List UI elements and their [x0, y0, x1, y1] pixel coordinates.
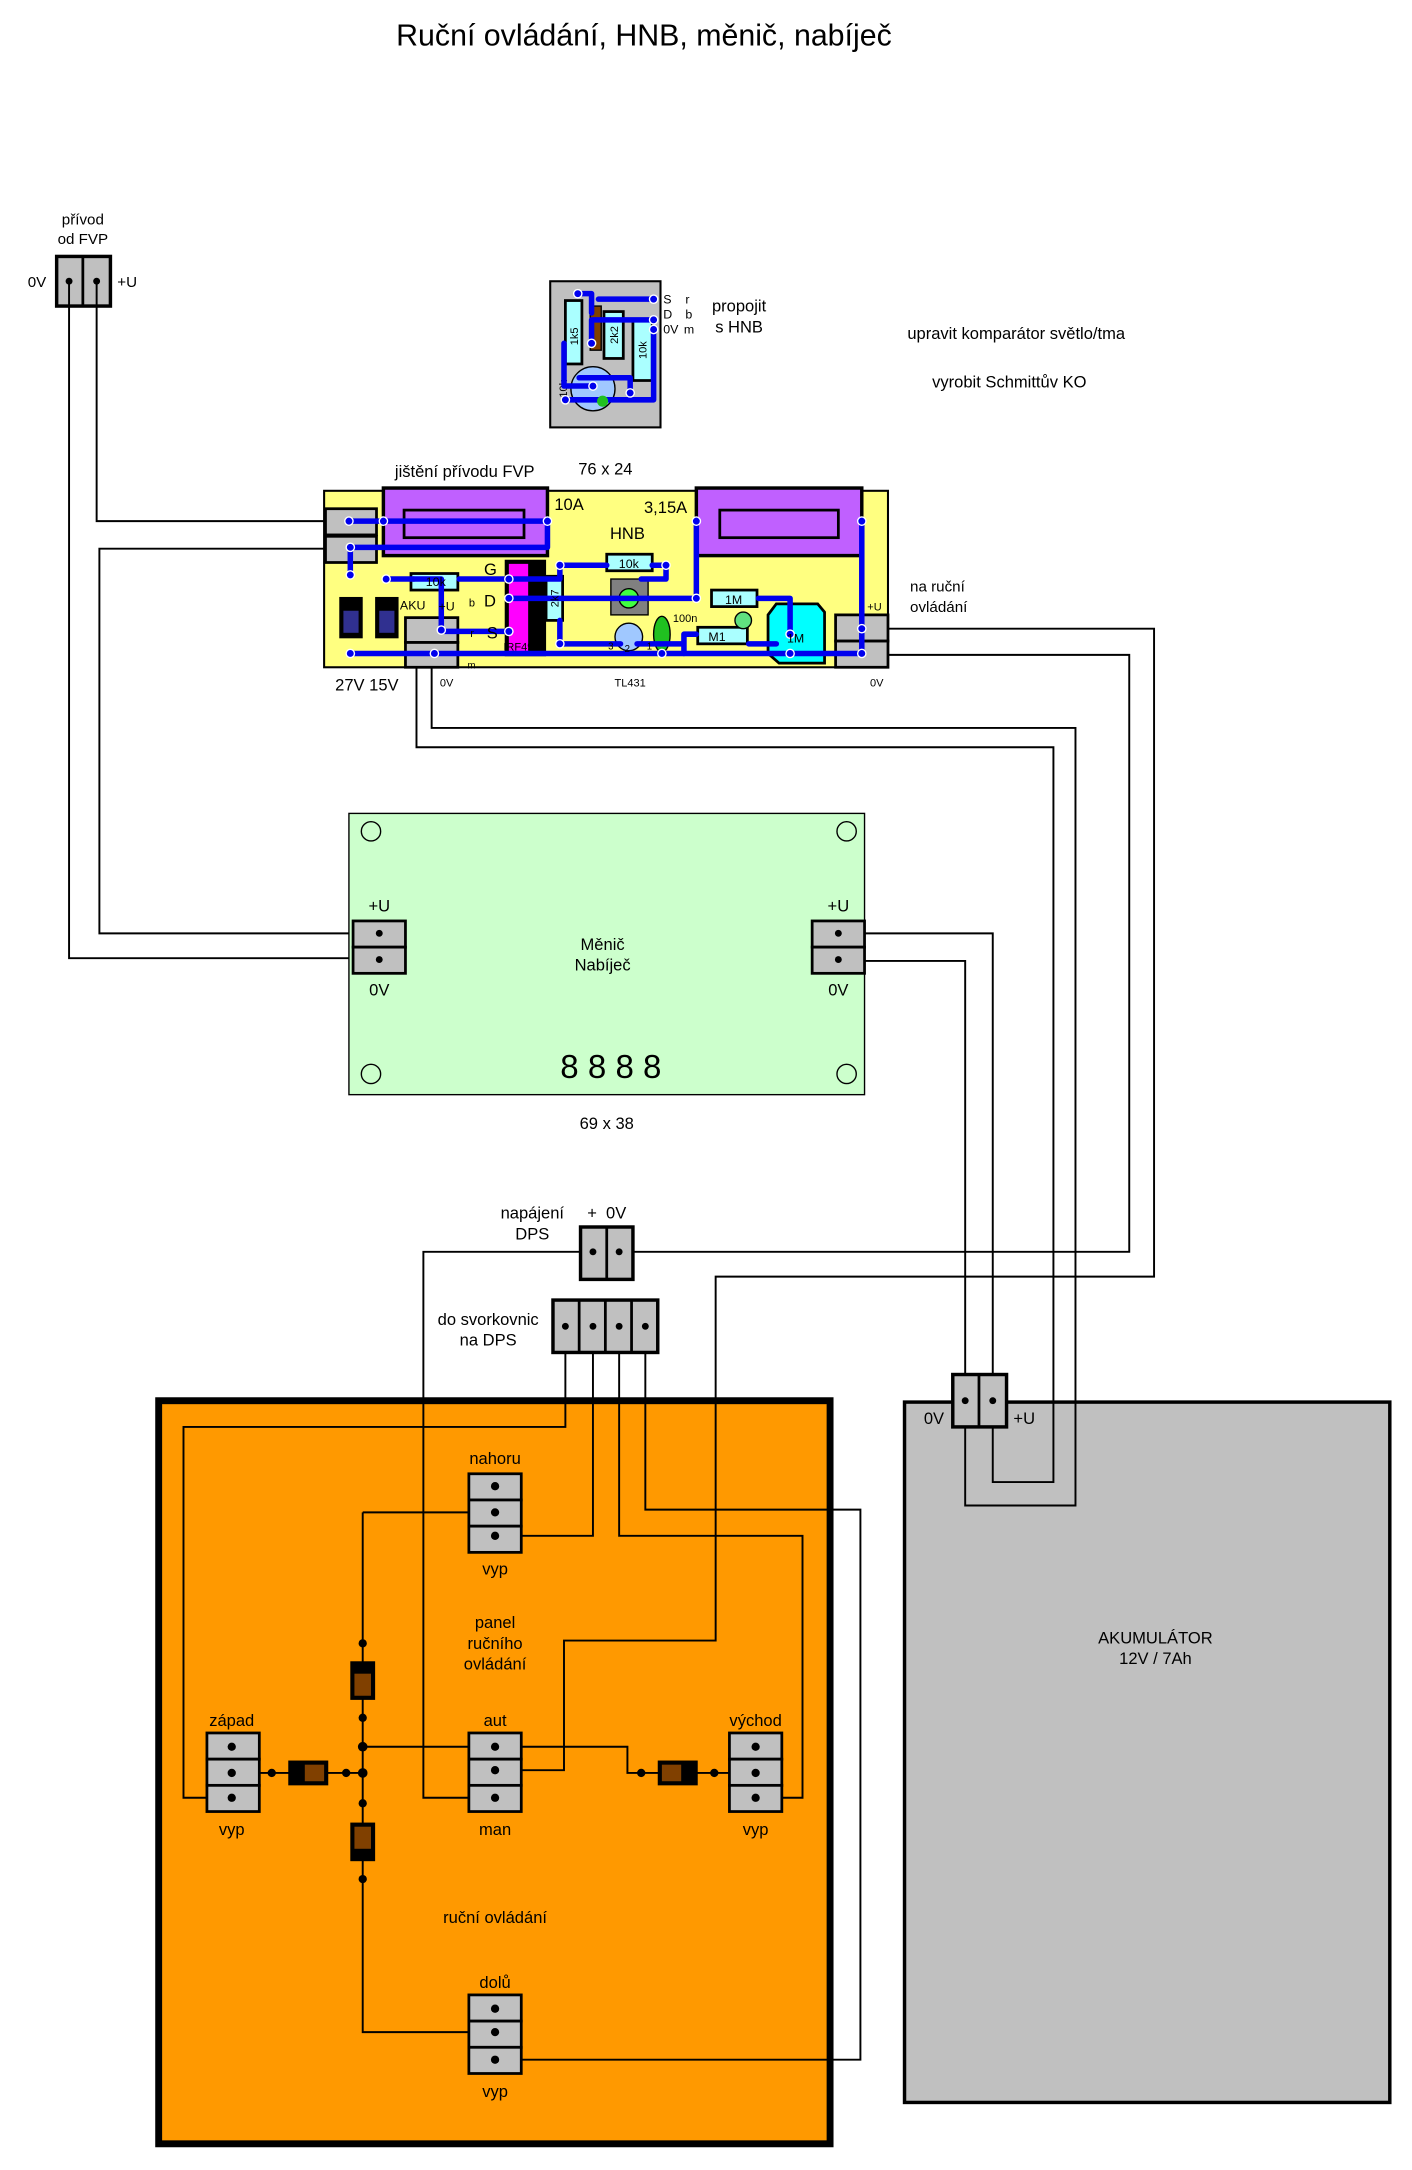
- switch-down[interactable]: dolů vyp: [467, 1973, 523, 2101]
- label-g: G: [484, 560, 497, 579]
- battery-0v-label: 0V: [924, 1409, 944, 1428]
- switch-up-off-label: vyp: [482, 1559, 508, 1578]
- resistor-1m: 1M: [725, 593, 742, 607]
- panel-title-2: ručního: [467, 1634, 522, 1653]
- terminals-label-2: na DPS: [460, 1331, 517, 1350]
- resistor-10k-a: 10k: [638, 341, 650, 359]
- tl431-pin2: 2: [625, 644, 630, 655]
- fvp-plus-label: +U: [117, 274, 137, 291]
- switch-east-off-label: vyp: [743, 1820, 769, 1839]
- fuse-label: jištění přívodu FVP: [394, 462, 535, 481]
- output-label-2: ovládání: [910, 599, 968, 616]
- seven-segment-display: 8 8 8 8: [560, 1049, 661, 1086]
- label-m: m: [467, 661, 475, 672]
- mosfet-label: IRF4905: [503, 642, 545, 654]
- left-0v-label: 0V: [440, 678, 454, 690]
- voltage-labels: 27V 15V: [335, 676, 398, 695]
- right-0v-label: 0V: [828, 980, 848, 999]
- label-aku: AKU: [400, 598, 425, 612]
- fuse2-rating: 3,15A: [644, 498, 687, 517]
- converter-size: 69 x 38: [580, 1114, 634, 1133]
- label-d: D: [484, 592, 496, 611]
- switch-east-label: východ: [729, 1711, 781, 1730]
- pin-r: r: [685, 292, 689, 306]
- supply-pins-label: + 0V: [587, 1204, 626, 1223]
- resistor-2k7: 2k7: [549, 589, 561, 607]
- hnb-name: HNB: [610, 524, 645, 543]
- hnb-board: jištění přívodu FVP 76 x 24 10: [323, 459, 968, 695]
- resistor-10k-top: 10k: [619, 557, 640, 571]
- converter-label: Měnič: [581, 935, 625, 954]
- battery-plus-label: +U: [1013, 1409, 1035, 1428]
- label-r: r: [470, 628, 474, 640]
- pcb-supply-connector: napájení DPS + 0V: [501, 1204, 635, 1282]
- switch-down-off-label: vyp: [482, 2082, 508, 2101]
- fvp-input-connector: přívod od FVP 0V +U: [28, 212, 137, 308]
- switch-manual-label: man: [479, 1820, 511, 1839]
- tl431-pin3: 3: [608, 641, 613, 652]
- resistor-m1: M1: [708, 630, 725, 644]
- pin-m: m: [684, 323, 694, 337]
- small-comparator-board: 1k5 2k2 10k 10k S D 0V r b m propojit s …: [549, 280, 767, 429]
- battery-rating: 12V / 7Ah: [1119, 1649, 1192, 1668]
- capacitor-100n: 100n: [673, 613, 698, 625]
- right-plus-label: +U: [828, 896, 850, 915]
- switch-auto-manual[interactable]: aut man: [467, 1711, 523, 1839]
- switch-down-label: dolů: [479, 1973, 510, 1992]
- label-plus-u: +U: [439, 600, 455, 614]
- switch-up-label: nahoru: [469, 1449, 520, 1468]
- tl431-pin1: 1: [647, 641, 652, 652]
- diode-up: [350, 1661, 376, 1700]
- page-title: Ruční ovládání, HNB, měnič, nabíječ: [396, 19, 892, 52]
- left-plus-label: +U: [368, 896, 390, 915]
- terminals-label: do svorkovnic: [438, 1310, 539, 1329]
- panel-bottom-label: ruční ovládání: [443, 1908, 547, 1927]
- diode-west: [288, 1760, 329, 1786]
- resistor-10k-gate: 10k: [426, 575, 447, 589]
- fvp-label: přívod: [62, 212, 104, 229]
- manual-control-panel: nahoru vyp aut man západ vyp východ vyp …: [155, 1397, 834, 2148]
- tl431-label: TL431: [615, 678, 646, 690]
- right-0v-label: 0V: [870, 678, 884, 690]
- switch-east[interactable]: východ vyp: [728, 1711, 784, 1839]
- label-b: b: [469, 598, 475, 610]
- switch-west-off-label: vyp: [219, 1820, 245, 1839]
- fuse1-rating: 10A: [554, 495, 583, 514]
- connect-note-2: s HNB: [715, 317, 763, 336]
- right-plus-label: +U: [867, 602, 881, 614]
- left-0v-label: 0V: [369, 980, 389, 999]
- switch-auto-label: aut: [484, 1711, 507, 1730]
- pin-s: S: [663, 292, 671, 306]
- switch-west[interactable]: západ vyp: [205, 1711, 261, 1839]
- panel-title-3: ovládání: [464, 1655, 527, 1674]
- resistor-1m-b: 1M: [787, 631, 804, 645]
- diode-down: [350, 1822, 376, 1862]
- charger-label: Nabíječ: [575, 956, 631, 975]
- supply-label: napájení: [501, 1204, 565, 1223]
- connect-note: propojit: [712, 297, 767, 316]
- diode-east: [657, 1760, 698, 1786]
- hnb-size: 76 x 24: [578, 459, 632, 478]
- switch-west-label: západ: [209, 1711, 254, 1730]
- pin-b: b: [685, 307, 692, 321]
- pcb-terminals-connector: do svorkovnic na DPS: [438, 1298, 660, 1355]
- output-label: na ruční: [910, 578, 966, 595]
- pin-d: D: [663, 307, 672, 321]
- note-comparator: upravit komparátor světlo/tma: [907, 324, 1126, 343]
- converter-charger-board: +U 0V +U 0V Měnič Nabíječ 8 8 8 8: [348, 812, 866, 1096]
- note-schmitt: vyrobit Schmittův KO: [932, 372, 1086, 391]
- supply-label-2: DPS: [515, 1224, 549, 1243]
- resistor-1k5: 1k5: [569, 328, 581, 346]
- pin-0v: 0V: [663, 323, 679, 337]
- resistor-2k2: 2k2: [609, 326, 621, 344]
- battery-label: AKUMULÁTOR: [1098, 1628, 1213, 1647]
- battery: 0V +U AKUMULÁTOR 12V / 7Ah: [902, 1372, 1392, 2105]
- switch-up[interactable]: nahoru vyp: [467, 1449, 523, 1578]
- fvp-label-2: od FVP: [58, 231, 109, 248]
- panel-title: panel: [475, 1613, 515, 1632]
- label-s: S: [487, 623, 498, 642]
- fvp-0v-label: 0V: [28, 274, 47, 291]
